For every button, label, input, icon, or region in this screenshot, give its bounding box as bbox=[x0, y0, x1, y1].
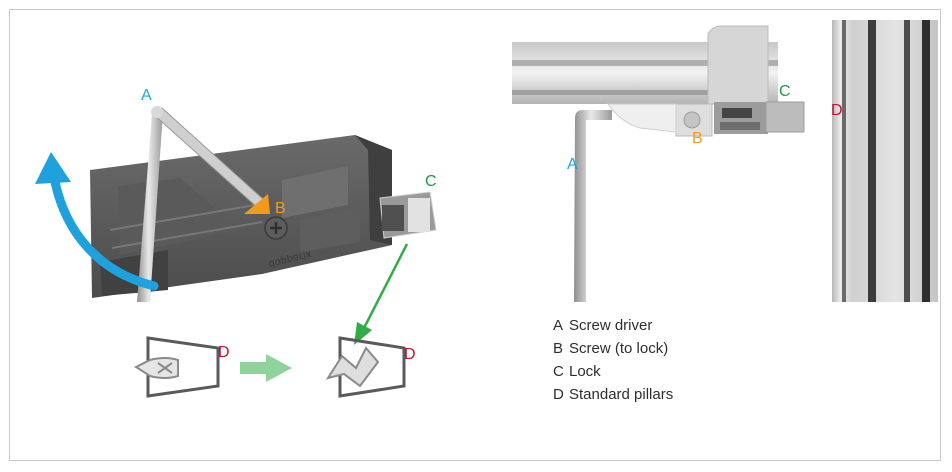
rail bbox=[512, 25, 805, 137]
screw-pointer bbox=[244, 194, 270, 214]
clip-detail-locked bbox=[325, 336, 406, 398]
screwdriver-side bbox=[574, 110, 612, 302]
legend-text: Screw (to lock) bbox=[569, 340, 669, 357]
clip-detail-open bbox=[133, 336, 220, 398]
left-label-a: A bbox=[141, 87, 152, 104]
move-arrow bbox=[361, 243, 409, 331]
right-view bbox=[512, 20, 938, 302]
legend: A Screw driver B Screw (to lock) C Lock D St… bbox=[553, 314, 673, 406]
legend-text: Standard pillars bbox=[569, 386, 674, 403]
legend-item: B Screw (to lock) bbox=[553, 337, 673, 360]
legend-text: Screw driver bbox=[569, 317, 653, 334]
legend-item: D Standard pillars bbox=[553, 383, 673, 406]
lock-part bbox=[379, 191, 437, 239]
right-label-a: A bbox=[567, 156, 578, 173]
step-arrow bbox=[240, 354, 292, 382]
legend-key: C bbox=[553, 363, 564, 380]
left-label-b: B bbox=[275, 200, 286, 217]
left-label-c: C bbox=[425, 173, 437, 190]
pillar bbox=[832, 20, 938, 302]
screw bbox=[264, 216, 288, 240]
right-label-b: B bbox=[692, 130, 703, 147]
rotate-arrow bbox=[35, 152, 159, 291]
legend-key: D bbox=[553, 386, 564, 403]
move-arrow-head bbox=[354, 322, 372, 345]
left-view: dopparix bbox=[35, 106, 437, 398]
legend-text: Lock bbox=[569, 363, 601, 380]
left-label-d1: D bbox=[218, 344, 230, 361]
left-label-d2: D bbox=[404, 346, 416, 363]
lock-housing: dopparix bbox=[90, 135, 392, 298]
legend-key: B bbox=[553, 340, 564, 357]
right-label-d: D bbox=[831, 102, 843, 119]
legend-item: C Lock bbox=[553, 360, 673, 383]
right-label-c: C bbox=[779, 83, 791, 100]
legend-item: A Screw driver bbox=[553, 314, 673, 337]
legend-key: A bbox=[553, 317, 564, 334]
